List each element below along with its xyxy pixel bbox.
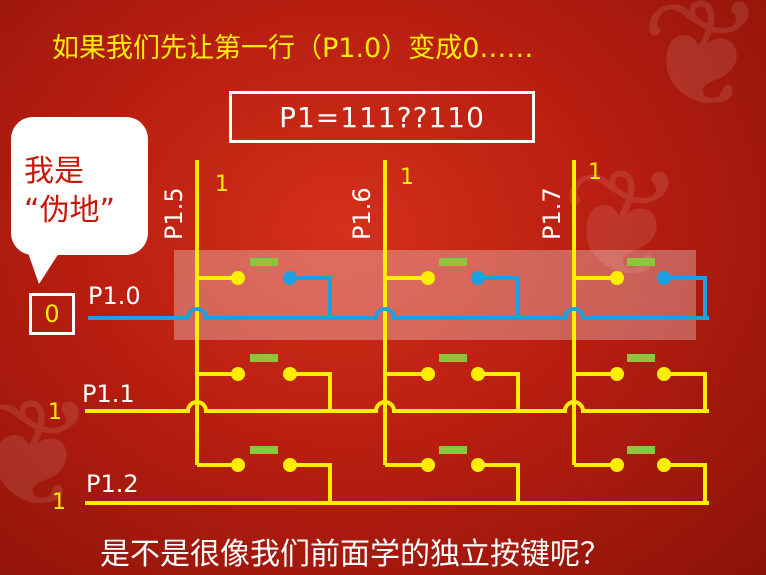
column-value-p1.7: 1 xyxy=(588,160,602,185)
question-caption: 是不是很像我们前面学的独立按键呢？ xyxy=(100,537,610,572)
key-1-2 xyxy=(385,258,520,318)
column-label-p1.5: P1.5 xyxy=(160,187,188,240)
key-2-2 xyxy=(385,354,520,411)
key-3-2 xyxy=(385,446,520,503)
slide-title: 如果我们先让第一行（P1.0）变成0…… xyxy=(52,33,534,64)
speech-bubble xyxy=(11,117,148,255)
bubble-text: 我是 “伪地” xyxy=(24,152,140,230)
key-row-1 xyxy=(197,258,707,318)
key-3-1 xyxy=(197,446,332,503)
bubble-line2: “伪地” xyxy=(24,193,116,228)
column-label-p1.6: P1.6 xyxy=(348,187,376,240)
key-row-3 xyxy=(197,446,707,503)
key-1-3 xyxy=(574,258,707,318)
row-value-p1.1: 1 xyxy=(48,400,62,425)
column-value-p1.5: 1 xyxy=(215,172,229,197)
bubble-line1: 我是 xyxy=(24,154,84,189)
column-lines xyxy=(195,160,576,465)
row-line-p1.0 xyxy=(88,307,709,320)
row-label-p1.1: P1.1 xyxy=(82,380,135,408)
row-label-p1.2: P1.2 xyxy=(86,470,139,498)
row-label-p1.0: P1.0 xyxy=(88,282,141,310)
leaf-decoration: ❦ xyxy=(0,368,96,542)
column-label-p1.7: P1.7 xyxy=(538,187,566,240)
key-1-1 xyxy=(197,258,332,318)
key-2-3 xyxy=(574,354,707,411)
row-value-p1.2: 1 xyxy=(52,490,66,515)
row-line-p1.1 xyxy=(85,400,709,413)
column-value-p1.6: 1 xyxy=(400,165,414,190)
speech-bubble-tail xyxy=(27,250,61,284)
row-lines xyxy=(85,400,709,505)
port-value-box: P1=111??110 xyxy=(229,91,535,143)
leaf-decoration: ❦ xyxy=(640,0,766,142)
key-2-1 xyxy=(197,354,332,411)
key-row-2 xyxy=(197,354,707,411)
key-3-3 xyxy=(574,446,707,503)
row-value-box: 0 xyxy=(29,293,75,335)
